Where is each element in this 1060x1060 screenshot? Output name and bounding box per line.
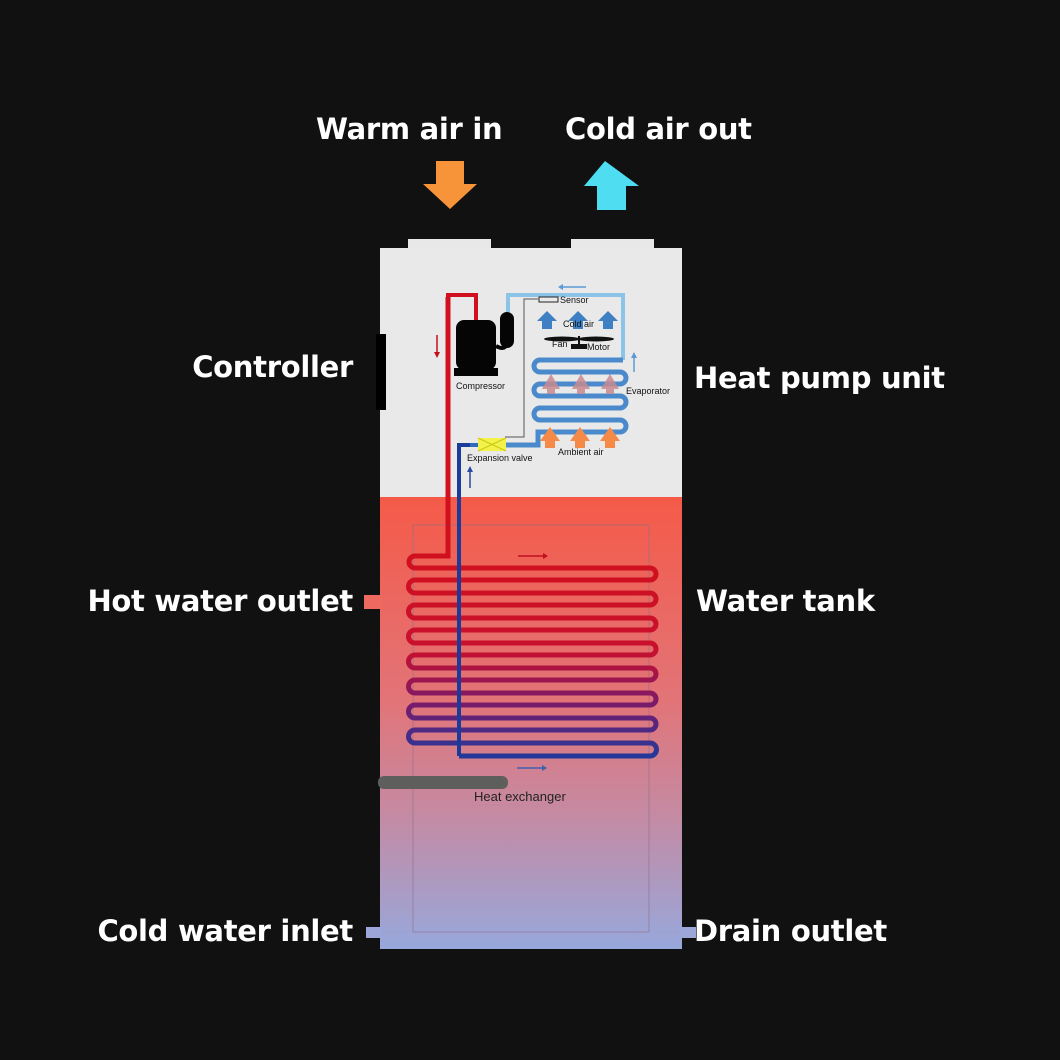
ambient-air-label: Ambient air [558,447,604,457]
evaporator-coil [505,357,629,448]
cold-air-arrow-icon [537,311,618,329]
expansion-valve-icon [477,437,507,452]
hot-water-outlet-label: Hot water outlet [87,584,353,618]
compressor-label: Compressor [456,381,505,391]
suction-pipe [506,293,625,360]
hot-water-outlet-pipe [364,595,382,609]
cold-water-inlet-pipe [366,927,382,938]
fan-icon [544,336,614,349]
drain-outlet-pipe [680,927,696,938]
controller-label: Controller [192,350,353,384]
controller-panel [376,334,386,410]
warm-air-in-label: Warm air in [316,112,503,146]
flow-arrow-icon [434,284,637,771]
fan-label: Fan [552,339,568,349]
sensor-label: Sensor [560,295,589,305]
cold-air-out-label: Cold air out [565,112,752,146]
heat-pump-housing [380,248,682,498]
compressor-icon [454,312,514,376]
drain-outlet-label: Drain outlet [694,914,887,948]
water-tank-label: Water tank [696,584,875,618]
coil-tube [406,297,659,759]
water-tank [380,497,682,949]
cold-air-label: Cold air [563,319,594,329]
arrow-down-icon [423,161,477,209]
expansion-valve-label: Expansion valve [467,453,533,463]
heat-transfer-arrow-icon [542,374,619,394]
heat-exchanger-rod [378,776,508,789]
hot-discharge-pipe [446,293,478,500]
arrow-up-icon [584,161,639,210]
ambient-air-arrow-icon [540,427,620,448]
cold-water-inlet-label: Cold water inlet [97,914,353,948]
heat-pump-unit-label: Heat pump unit [694,361,945,395]
evaporator-label: Evaporator [626,386,670,396]
heat-exchanger-label: Heat exchanger [474,789,566,804]
motor-label: Motor [587,342,610,352]
sensor-wire [505,298,538,438]
return-pipe [457,443,470,756]
sensor-icon [538,296,559,303]
